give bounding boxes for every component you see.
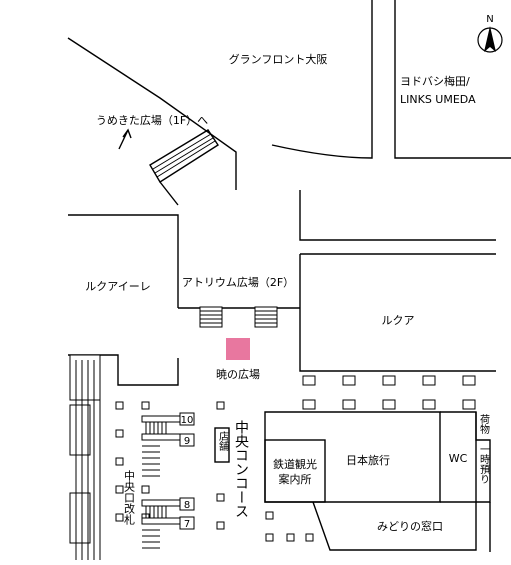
arrow-up-icon [118, 128, 132, 150]
lucua1100-label: ルクアイーレ [85, 280, 150, 293]
yodobashi-outline [394, 0, 511, 159]
grand-front-label: グランフロント大阪 [229, 52, 328, 66]
compass-icon: N [477, 14, 503, 53]
central-gate-label: 中央口改札 [123, 470, 136, 526]
yodobashi-label-line2: LINKS UMEDA [400, 93, 476, 106]
tourist-info-label-line1: 鉄道観光 [273, 457, 317, 471]
escalator-edge [159, 181, 179, 206]
nippon-travel-label: 日本旅行 [346, 453, 390, 467]
yodobashi-label-line1: ヨドバシ梅田/ [400, 74, 470, 88]
platform-7-label: 7 [184, 519, 190, 530]
atrium-stairs-left [199, 306, 223, 328]
atrium-stairs-right [254, 306, 278, 328]
platform-10: 10 [179, 412, 195, 426]
wc-box [440, 411, 477, 503]
umekita-label: うめきた広場（1F）へ [96, 114, 208, 127]
lucua-pillars [302, 375, 476, 410]
midori-label: みどりの窓口 [377, 519, 443, 533]
escalator-to-umekita [149, 129, 219, 183]
lucua1100-outline [68, 214, 179, 386]
platform-10-label: 10 [181, 415, 194, 426]
midori-office [312, 501, 477, 551]
akatsuki-label: 暁の広場 [216, 368, 260, 381]
platform-9-label: 9 [184, 436, 190, 447]
wc-label: WC [449, 452, 468, 465]
compass-north-label: N [486, 14, 493, 25]
shop-label: 店舗 [217, 430, 229, 452]
platform-8-label: 8 [184, 500, 190, 511]
platform-stairs [141, 415, 181, 549]
tourist-info-label-line2: 案内所 [279, 472, 312, 486]
atrium-outline [299, 190, 496, 241]
grand-front-right-outline [271, 0, 373, 159]
platform-8: 8 [179, 497, 195, 511]
central-concourse-label: 中央コンコース [233, 420, 249, 518]
luggage-label-line2: 一時預り [478, 444, 490, 484]
luggage-label-line1: 荷物 [478, 414, 490, 435]
grand-front-outline [67, 37, 237, 190]
luggage-box [475, 412, 491, 503]
atrium-label: アトリウム広場（2F） [182, 276, 294, 289]
akatsuki-plaza-marker [226, 338, 250, 360]
platform-9: 9 [179, 433, 195, 447]
lucua-label: ルクア [382, 314, 415, 327]
tourist-info-box [264, 439, 326, 503]
lucua-outline [299, 253, 496, 372]
ticket-gates [69, 354, 101, 560]
platform-7: 7 [179, 516, 195, 530]
shop-box [214, 427, 230, 463]
